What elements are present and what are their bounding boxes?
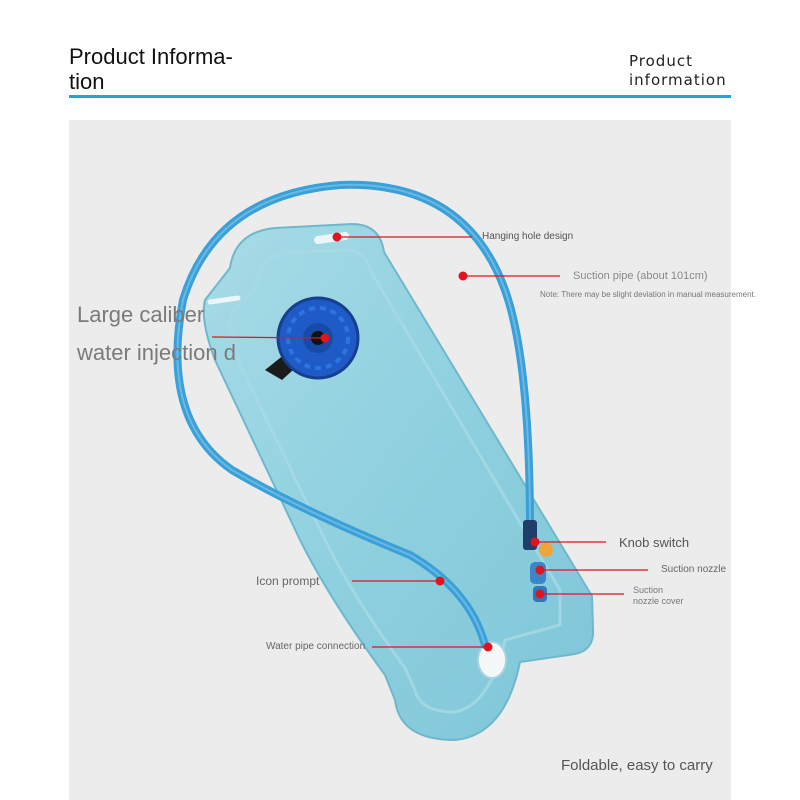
label-measurement-note: Note: There may be slight deviation in m… (540, 290, 756, 299)
label-foldable: Foldable, easy to carry (561, 757, 713, 774)
label-large-caliber: Large caliber water injection d (77, 296, 247, 372)
header-divider (69, 95, 731, 98)
page-title-line-1: Product Informa- (69, 44, 233, 69)
label-suction-pipe: Suction pipe (about 101cm) (573, 270, 708, 282)
leader-lines (211, 236, 648, 648)
marker-dots (320, 232, 545, 652)
label-large-caliber-line-2: water injection d (77, 340, 236, 365)
label-icon-prompt: Icon prompt (256, 574, 320, 588)
label-large-caliber-line-1: Large caliber (77, 302, 205, 327)
label-nozzle-cover-line-2: nozzle cover (633, 596, 684, 606)
water-pipe-port (477, 641, 507, 679)
knob-switch (539, 543, 553, 557)
label-hanging-hole: Hanging hole design (482, 231, 574, 242)
page-title: Product Informa- tion (69, 44, 259, 94)
page-subtitle: Product information (629, 52, 727, 90)
label-suction-nozzle: Suction nozzle (661, 564, 727, 575)
page-subtitle-line-1: Product (629, 52, 693, 70)
label-nozzle-cover-line-1: Suction (633, 585, 664, 595)
label-knob-switch: Knob switch (619, 535, 690, 550)
label-water-pipe: Water pipe connection (266, 641, 366, 652)
label-nozzle-cover: Suction nozzle cover (633, 585, 684, 607)
page-subtitle-line-2: information (629, 71, 727, 89)
page-title-line-2: tion (69, 69, 105, 94)
bladder-seam (229, 248, 562, 714)
bladder-body (202, 222, 595, 742)
